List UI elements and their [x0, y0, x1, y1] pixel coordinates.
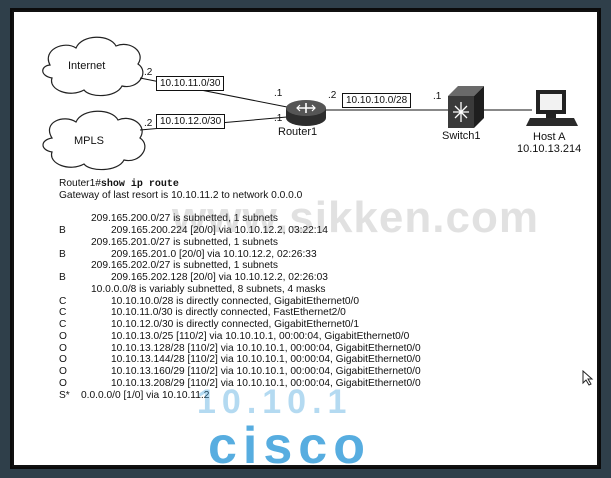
internet-cloud: [42, 36, 144, 97]
route-list: 209.165.200.0/27 is subnetted, 1 subnets…: [59, 213, 599, 401]
switch-icon: [448, 86, 484, 128]
route-entry: B 209.165.202.128 [20/0] via 10.10.12.2, …: [59, 272, 599, 284]
route-text: 209.165.201.0/27 is subnetted, 1 subnets: [91, 236, 278, 248]
route-text: 0.0.0.0/0 [1/0] via 10.10.11.2: [81, 389, 210, 401]
host-ip-label: 10.10.13.214: [517, 143, 582, 155]
internet-subnet-box: 10.10.11.0/30: [156, 76, 225, 91]
internet-label: Internet: [68, 60, 106, 72]
cli-prompt: Router1#: [59, 178, 101, 189]
route-code: B: [59, 272, 66, 283]
port-internet-side: .2: [144, 67, 153, 78]
route-entry: C 10.10.11.0/30 is directly connected, Fa…: [59, 307, 599, 319]
mpls-subnet-box: 10.10.12.0/30: [156, 114, 226, 129]
watermark-ip: 10.10.1: [197, 383, 353, 421]
mpls-label: MPLS: [74, 135, 104, 147]
route-text: 10.10.12.0/30 is directly connected, Gig…: [111, 319, 360, 330]
switch-label: Switch1: [442, 130, 481, 142]
route-code: O: [59, 377, 67, 389]
route-code: C: [59, 307, 67, 319]
route-entry: O 10.10.13.128/28 [110/2] via 10.10.10.1,…: [59, 343, 599, 355]
router-icon: [286, 100, 326, 126]
route-entry: 209.165.200.0/27 is subnetted, 1 subnets: [59, 213, 599, 225]
route-text: 10.10.13.128/28 [110/2] via 10.10.10.1, …: [111, 342, 421, 354]
route-entry: O 10.10.13.160/29 [110/2] via 10.10.10.1,…: [59, 366, 599, 378]
route-text: 10.10.13.160/29 [110/2] via 10.10.10.1, …: [111, 366, 421, 377]
route-entry: S* 0.0.0.0/0 [1/0] via 10.10.11.2: [59, 390, 599, 402]
route-text: 209.165.202.0/27 is subnetted, 1 subnets: [91, 260, 278, 272]
host-label: Host A: [533, 131, 566, 143]
route-text: 10.10.10.0/28 is directly connected, Gig…: [111, 295, 360, 307]
route-text: 209.165.202.128 [20/0] via 10.10.12.2, 0…: [111, 272, 328, 283]
cli-command: show ip route: [100, 179, 179, 190]
route-code: C: [59, 319, 67, 330]
route-entry: O 10.10.13.144/28 [110/2] via 10.10.10.1,…: [59, 354, 599, 366]
route-text: 10.10.13.208/29 [110/2] via 10.10.10.1, …: [111, 377, 421, 389]
route-entry: 209.165.201.0/27 is subnetted, 1 subnets: [59, 237, 599, 249]
mouse-pointer-icon: [582, 370, 594, 386]
route-entry: O 10.10.13.208/29 [110/2] via 10.10.10.1,…: [59, 378, 599, 390]
route-code: B: [59, 225, 66, 236]
route-text: 10.10.13.0/25 [110/2] via 10.10.10.1, 00…: [111, 330, 410, 342]
watermark-cisco: cisco: [208, 417, 371, 469]
watermark-site: www.sikken.com: [172, 193, 539, 242]
port-router-right: .2: [328, 90, 337, 101]
router-label: Router1: [278, 126, 318, 138]
route-entry: B 209.165.200.224 [20/0] via 10.10.12.2, …: [59, 225, 599, 237]
route-text: 209.165.200.0/27 is subnetted, 1 subnets: [91, 213, 278, 225]
topology-lines: [42, 36, 578, 171]
command-line: Router1#show ip route: [59, 178, 599, 190]
route-text: 209.165.200.224 [20/0] via 10.10.12.2, 0…: [111, 225, 328, 236]
route-code: B: [59, 248, 66, 260]
port-switch-left: .1: [433, 91, 442, 102]
route-entry: 209.165.202.0/27 is subnetted, 1 subnets: [59, 260, 599, 272]
route-entry: O 10.10.13.0/25 [110/2] via 10.10.10.1, 0…: [59, 331, 599, 343]
route-code: S*: [59, 389, 70, 401]
route-code: O: [59, 366, 67, 377]
routing-table-output: Router1#show ip route Gateway of last re…: [59, 178, 599, 401]
route-entry: 10.0.0.0/8 is variably subnetted, 8 subn…: [59, 284, 599, 296]
route-code: C: [59, 295, 67, 307]
host-pc-icon: [526, 90, 578, 126]
route-entry: C 10.10.12.0/30 is directly connected, Gi…: [59, 319, 599, 331]
switch-subnet-box: 10.10.10.0/28: [342, 93, 412, 108]
port-router-top: .1: [274, 88, 283, 99]
mpls-cloud: [42, 110, 146, 171]
route-text: 10.0.0.0/8 is variably subnetted, 8 subn…: [91, 283, 326, 295]
port-mpls-side: .2: [144, 118, 153, 129]
network-diagram: Internet MPLS 10.10.11.0/30 10.10.12.0/3…: [12, 10, 599, 180]
port-router-bottom: .1: [274, 113, 283, 124]
gateway-line: Gateway of last resort is 10.10.11.2 to …: [59, 189, 303, 201]
route-entry: C 10.10.10.0/28 is directly connected, Gi…: [59, 296, 599, 308]
route-entry: B 209.165.201.0 [20/0] via 10.10.12.2, 02…: [59, 249, 599, 261]
route-code: O: [59, 354, 67, 366]
route-code: O: [59, 342, 67, 354]
route-text: 10.10.13.144/28 [110/2] via 10.10.10.1, …: [111, 354, 421, 366]
exhibit-panel: Internet MPLS 10.10.11.0/30 10.10.12.0/3…: [10, 8, 601, 469]
route-code: O: [59, 330, 67, 342]
route-text: 209.165.201.0 [20/0] via 10.10.12.2, 02:…: [111, 248, 317, 260]
route-text: 10.10.11.0/30 is directly connected, Fas…: [111, 307, 346, 319]
